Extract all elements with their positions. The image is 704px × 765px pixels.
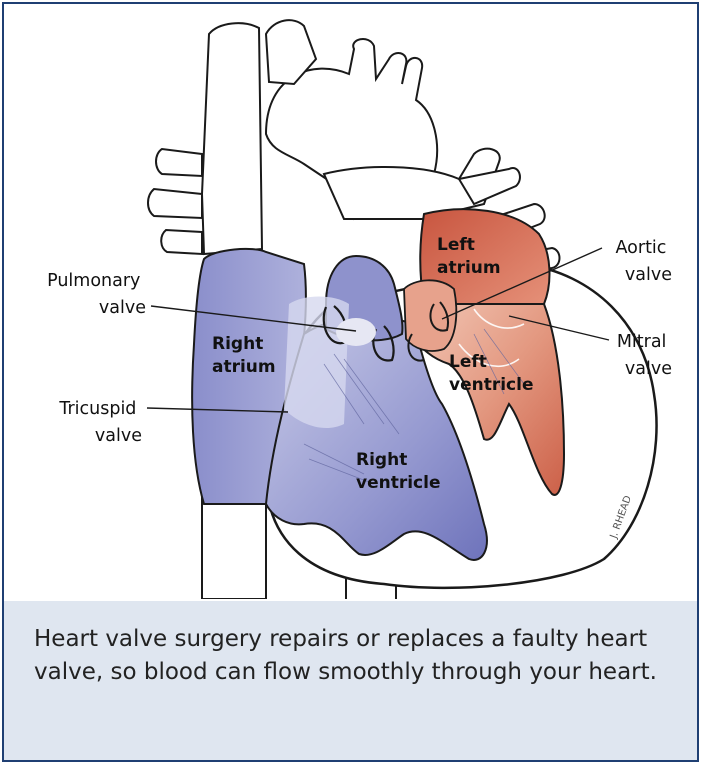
inferior-vena-cava [202, 494, 266, 599]
right-pulmonary-vein-lower [148, 189, 202, 218]
label-aortic-valve: Aortic valve [616, 238, 673, 285]
label-tricuspid-valve: Tricuspid valve [58, 399, 142, 446]
superior-vena-cava [202, 23, 262, 254]
right-pulmonary-vein-low2 [161, 230, 202, 254]
caption-text: Heart valve surgery repairs or replaces … [34, 623, 674, 689]
caption-panel: Heart valve surgery repairs or replaces … [4, 601, 697, 760]
label-pulmonary-valve: Pulmonary valve [47, 271, 146, 318]
septal-highlight [284, 297, 349, 429]
right-pulmonary-vein-upper [156, 149, 202, 176]
heart-valve-illustration: J. RHEAD Pulmonary valve Tricuspid valve… [4, 4, 697, 599]
